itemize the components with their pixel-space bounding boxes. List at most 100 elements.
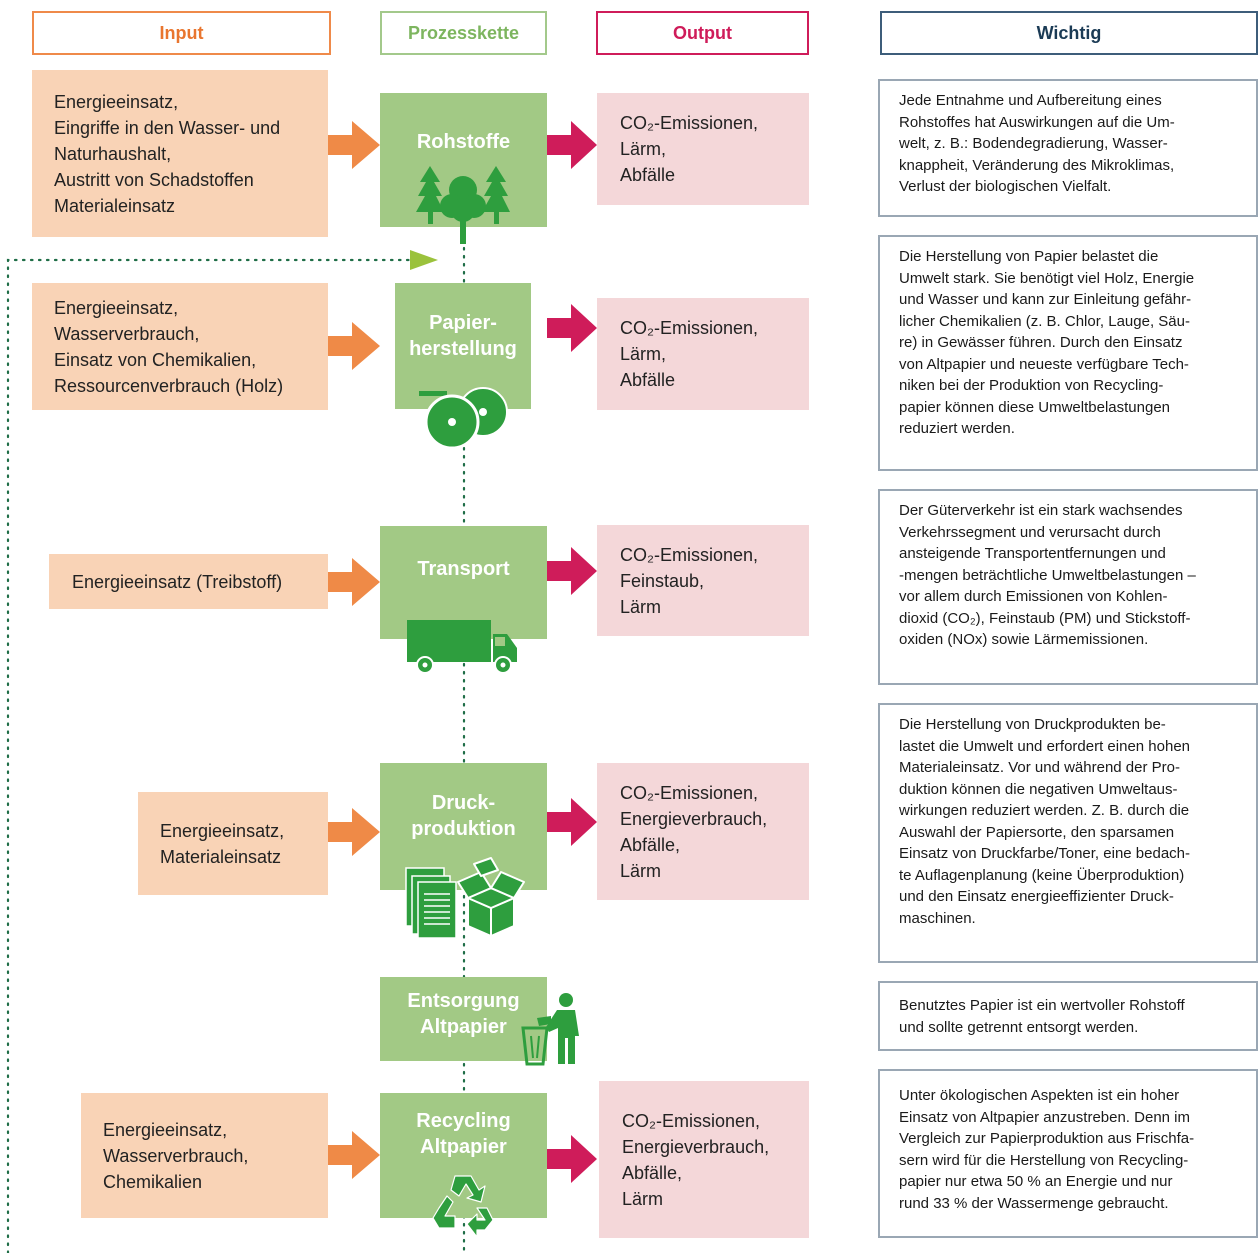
output-text: Lärm [620,596,662,617]
info-box-transport: Der Güterverkehr ist ein stark wachsende… [878,489,1258,685]
info-text: Umwelt stark. Sie benötigt viel Holz, En… [899,269,1195,287]
info-text: knappheit, Veränderung des Mikroklimas, [899,156,1175,174]
info-text: duktion können die negativen Umweltaus- [899,780,1178,798]
truck-icon [407,620,517,674]
output-text: CO₂-Emissionen, [620,113,759,133]
output-arrow [547,121,597,169]
info-text: papier nur etwa 50 % an Energie und nur [899,1173,1173,1190]
info-text: vor allem durch Emissionen von Kohlen- [899,588,1168,605]
process-step-papierherstellung: Papier- herstellung [395,283,531,409]
input-arrow [328,322,380,370]
info-text: sern wird für die Herstellung von Recycl… [899,1151,1189,1169]
info-text: Benutztes Papier ist ein wertvoller Rohs… [899,997,1185,1014]
input-box-rohstoffe: Energieeinsatz, Eingriffe in den Wasser-… [32,70,328,237]
info-text: re) in Gewässer führen. Durch den Einsat… [899,334,1183,351]
info-text: papier können diese Umweltbelastungen [899,398,1171,416]
info-text: Jede Entnahme und Aufbereitung eines [899,92,1162,109]
output-text: CO₂-Emissionen, [620,544,759,565]
input-arrow [328,558,380,606]
person-bin-icon [521,993,579,1066]
input-text: Ressourcenverbrauch (Holz) [54,375,284,396]
input-text: Austritt von Schadstoffen [54,169,254,190]
info-text: Der Güterverkehr ist ein stark wachsende… [899,502,1183,519]
info-text: niken bei der Produktion von Recycling- [899,377,1164,394]
info-text: te Auflagenplanung (keine Überproduktion… [899,866,1185,884]
output-arrow [547,547,597,595]
info-text: oxiden (NOx) sowie Lärmemissionen. [899,631,1149,648]
info-text: -mengen beträchtliche Umweltbelastungen … [899,566,1196,584]
info-text: Unter ökologischen Aspekten ist ein hohe… [899,1087,1180,1104]
process-title: Recycling [416,1110,511,1132]
process-title: Entsorgung [407,990,520,1012]
documents-box-icon [405,857,525,939]
loop-arrowhead [410,250,438,270]
input-arrow [328,121,380,169]
output-arrow [547,304,597,352]
header-process: Prozesskette [380,11,547,55]
input-text: Chemikalien [103,1171,203,1192]
output-text: Abfälle [620,370,676,390]
output-box-transport: CO₂-Emissionen, Feinstaub, Lärm [597,525,809,636]
trees-icon [416,166,510,244]
output-text: Abfälle, [620,834,681,855]
output-text: CO₂-Emissionen, [620,782,759,803]
header-important: Wichtig [880,11,1258,55]
info-text: und den Einsatz energieeffizienter Druck… [899,888,1174,905]
process-title: Rohstoffe [416,131,511,153]
info-text: Rohstoffes hat Auswirkungen auf die Um- [899,113,1175,131]
output-arrow [547,1135,597,1183]
info-text: Die Herstellung von Druckprodukten be- [899,716,1166,733]
info-text: welt, z. B.: Bodendegradierung, Wasser- [899,135,1168,152]
output-text: Lärm [620,860,662,881]
info-text: Auswahl der Papiersorte, den sparsamen [899,823,1175,841]
input-text: Energieeinsatz, [103,1119,228,1140]
input-text: Energieeinsatz, [160,820,285,841]
input-text: Energieeinsatz, [54,297,179,318]
info-text: dioxid (CO₂), Feinstaub (PM) und Stickst… [899,609,1191,627]
input-arrow [328,808,380,856]
output-box-rohstoffe: CO₂-Emissionen, Lärm, Abfälle [597,93,809,205]
info-text: Einsatz von Altpapier anzustreben. Denn … [899,1108,1190,1126]
output-text: Lärm, [620,139,667,159]
output-text: CO₂-Emissionen, [622,1110,761,1131]
info-box-druckproduktion: Die Herstellung von Druckprodukten be- l… [878,703,1258,963]
input-text: Materialeinsatz [160,846,282,867]
output-text: Lärm, [620,344,667,364]
input-text: Einsatz von Chemikalien, [54,349,257,370]
output-text: Lärm [622,1188,664,1209]
info-box-entsorgung: Benutztes Papier ist ein wertvoller Rohs… [878,981,1258,1051]
info-text: Verlust der biologischen Vielfalt. [899,178,1112,195]
info-text: maschinen. [899,909,976,927]
process-step-recycling: Recycling Altpapier [380,1093,547,1218]
info-box-recycling: Unter ökologischen Aspekten ist ein hohe… [878,1069,1258,1238]
recycle-icon [432,1175,494,1238]
process-title: Transport [417,558,510,580]
output-text: Energieverbrauch, [620,808,768,829]
header-input: Input [32,11,331,55]
header-output: Output [596,11,809,55]
output-text: CO₂-Emissionen, [620,318,759,338]
input-arrow [328,1131,380,1179]
process-title: Altpapier [420,1136,507,1158]
process-title: Druck- [431,792,496,814]
info-text: reduziert werden. [899,420,1015,437]
input-box-druckproduktion: Energieeinsatz, Materialeinsatz [138,792,328,895]
process-step-entsorgung: Entsorgung Altpapier [380,977,547,1061]
paper-rolls-icon [419,387,508,450]
input-text: Naturhaushalt, [54,143,172,164]
info-text: rund 33 % der Wassermenge gebraucht. [899,1194,1169,1212]
input-text: Materialeinsatz [54,195,176,216]
info-text: Einsatz von Druckfarbe/Toner, eine bedac… [899,845,1190,862]
info-text: von Altpapier und neueste verfügbare Tec… [899,355,1189,373]
process-title: Papier- [429,312,497,334]
process-step-rohstoffe: Rohstoffe [380,93,547,227]
process-title: herstellung [409,338,517,360]
output-box-recycling: CO₂-Emissionen, Energieverbrauch, Abfäll… [599,1081,809,1238]
info-text: lastet die Umwelt und erfordert einen ho… [899,737,1191,755]
info-text: und sollte getrennt entsorgt werden. [899,1018,1139,1036]
info-text: ansteigende Transportentfernungen und [899,545,1166,562]
info-box-rohstoffe: Jede Entnahme und Aufbereitung eines Roh… [878,79,1258,217]
input-text: Wasserverbrauch, [54,323,200,344]
output-arrow [547,798,597,846]
output-text: Abfälle [620,165,676,185]
